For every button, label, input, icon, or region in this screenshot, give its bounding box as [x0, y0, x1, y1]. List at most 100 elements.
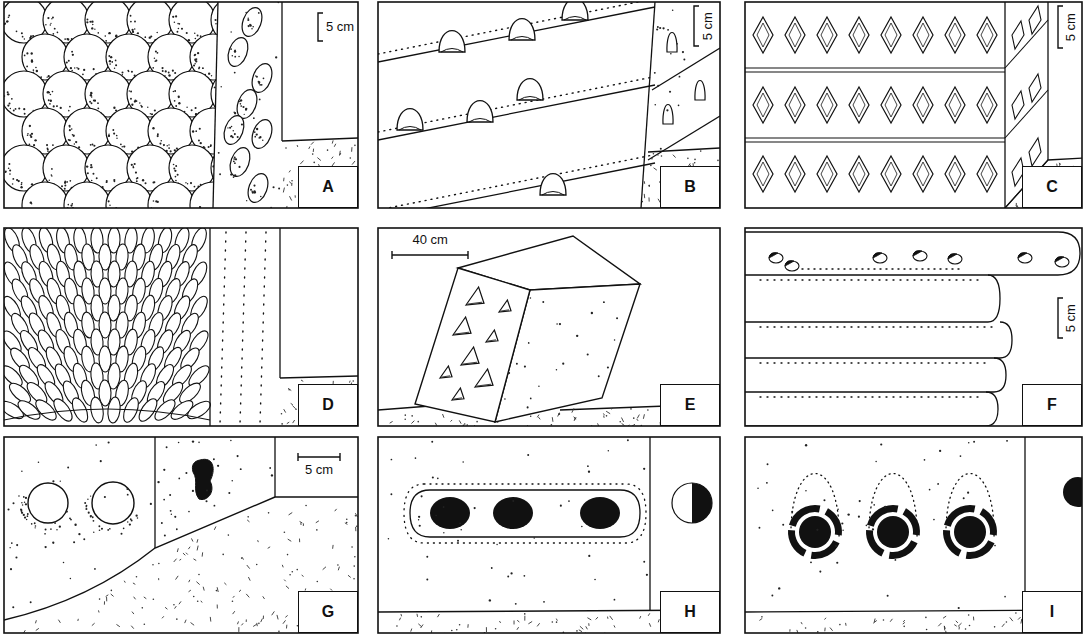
- ground-grain: [179, 601, 181, 604]
- lenticular-pit: [1012, 91, 1024, 119]
- stipple-dot: [66, 62, 68, 64]
- tafoni-arch: [517, 79, 543, 100]
- ground-grain: [317, 158, 321, 161]
- stipple-dot: [598, 375, 600, 377]
- stipple-dot: [16, 30, 18, 32]
- ground-grain: [92, 623, 95, 625]
- stipple-dot: [240, 99, 242, 101]
- ground-grain: [311, 142, 314, 145]
- stipple-dot: [24, 516, 26, 518]
- ground-grain: [610, 616, 613, 620]
- stipple-dot: [234, 50, 236, 52]
- stipple-dot: [219, 145, 221, 147]
- stipple-dot: [683, 59, 685, 61]
- stipple-dot: [9, 169, 11, 171]
- stipple-dot: [667, 29, 669, 31]
- stipple-dot: [116, 135, 118, 137]
- stipple-dot: [169, 494, 171, 496]
- ground-grain: [994, 626, 996, 628]
- stipple-dot: [155, 51, 157, 53]
- ground-grain: [661, 155, 663, 157]
- ground-grain: [281, 413, 283, 415]
- stipple-dot: [222, 174, 224, 176]
- ground-grain: [349, 157, 351, 159]
- stipple-dot: [127, 521, 129, 523]
- ground-grain: [183, 553, 185, 555]
- stipple-dot: [231, 126, 233, 128]
- stipple-dot: [242, 106, 244, 108]
- stipple-dot: [29, 125, 31, 127]
- scale-label: 5 cm: [1064, 13, 1078, 41]
- stipple-dot: [128, 71, 130, 73]
- ground-grain: [348, 575, 351, 577]
- panel-frame: [4, 228, 358, 426]
- stipple-dot: [22, 36, 24, 38]
- ground-grain: [246, 619, 247, 621]
- flaking-rind: [788, 530, 806, 556]
- stipple-dot: [659, 27, 661, 29]
- ground-grain: [399, 618, 400, 621]
- ground-grain: [649, 185, 650, 187]
- stipple-dot: [159, 143, 161, 145]
- stipple-dot: [516, 363, 518, 365]
- ground-grain: [649, 623, 650, 627]
- lenticular-pit: [1029, 6, 1041, 34]
- ground-grain: [289, 196, 291, 200]
- stipple-dot: [858, 516, 860, 518]
- stipple-dot: [87, 499, 88, 500]
- dark-pit: [1063, 477, 1082, 507]
- panel-frame: [4, 2, 358, 208]
- bedding-dots: [378, 77, 653, 132]
- ground-grain: [289, 182, 291, 184]
- ground-grain: [830, 628, 833, 631]
- stipple-dot: [213, 458, 215, 460]
- ground-grain: [217, 587, 218, 592]
- stipple-dot: [253, 117, 255, 119]
- stipple-dot: [215, 176, 217, 178]
- stipple-dot: [27, 513, 29, 515]
- stipple-dot: [5, 171, 7, 173]
- ledge: [745, 358, 1006, 392]
- lenticular-pit: [977, 17, 997, 53]
- ground-grain: [694, 159, 696, 161]
- stipple-dot: [967, 492, 969, 494]
- stipple-dot: [588, 555, 590, 557]
- stipple-dot: [231, 186, 233, 188]
- stipple-dot: [174, 22, 176, 24]
- stipple-dot: [68, 60, 70, 62]
- ground-grain: [789, 629, 790, 631]
- ground-grain: [302, 575, 304, 576]
- ground-grain: [459, 420, 461, 423]
- stipple-dot: [791, 511, 793, 513]
- stipple-dot: [50, 528, 52, 530]
- stipple-dot: [459, 522, 461, 524]
- ground-grain: [580, 626, 583, 629]
- stipple-dot: [568, 500, 570, 502]
- ground-grain: [144, 597, 147, 599]
- stipple-dot: [161, 67, 163, 69]
- stipple-dot: [258, 137, 260, 139]
- stipple-dot: [8, 163, 10, 165]
- stipple-dot: [11, 98, 13, 100]
- stipple-dot: [137, 33, 138, 34]
- honeycomb-pit: [785, 261, 799, 271]
- stipple-dot: [443, 532, 444, 533]
- tafoni-floor: [441, 49, 463, 53]
- stipple-dot: [254, 131, 256, 133]
- ground-grain: [630, 408, 632, 410]
- ground-grain: [654, 168, 657, 170]
- stipple-dot: [195, 107, 197, 109]
- ground-grain: [586, 626, 588, 629]
- ground-grain: [295, 195, 296, 197]
- stipple-dot: [666, 109, 668, 111]
- stipple-dot: [108, 32, 110, 34]
- ground-grain: [106, 597, 107, 601]
- lenticular-pit: [817, 87, 837, 123]
- stipple-dot: [71, 128, 73, 130]
- stipple-dot: [432, 477, 434, 479]
- ground-grain: [283, 620, 286, 623]
- stipple-dot: [195, 130, 197, 132]
- ground-grain: [517, 620, 519, 622]
- ground-grain: [228, 534, 230, 536]
- stipple-dot: [556, 323, 558, 325]
